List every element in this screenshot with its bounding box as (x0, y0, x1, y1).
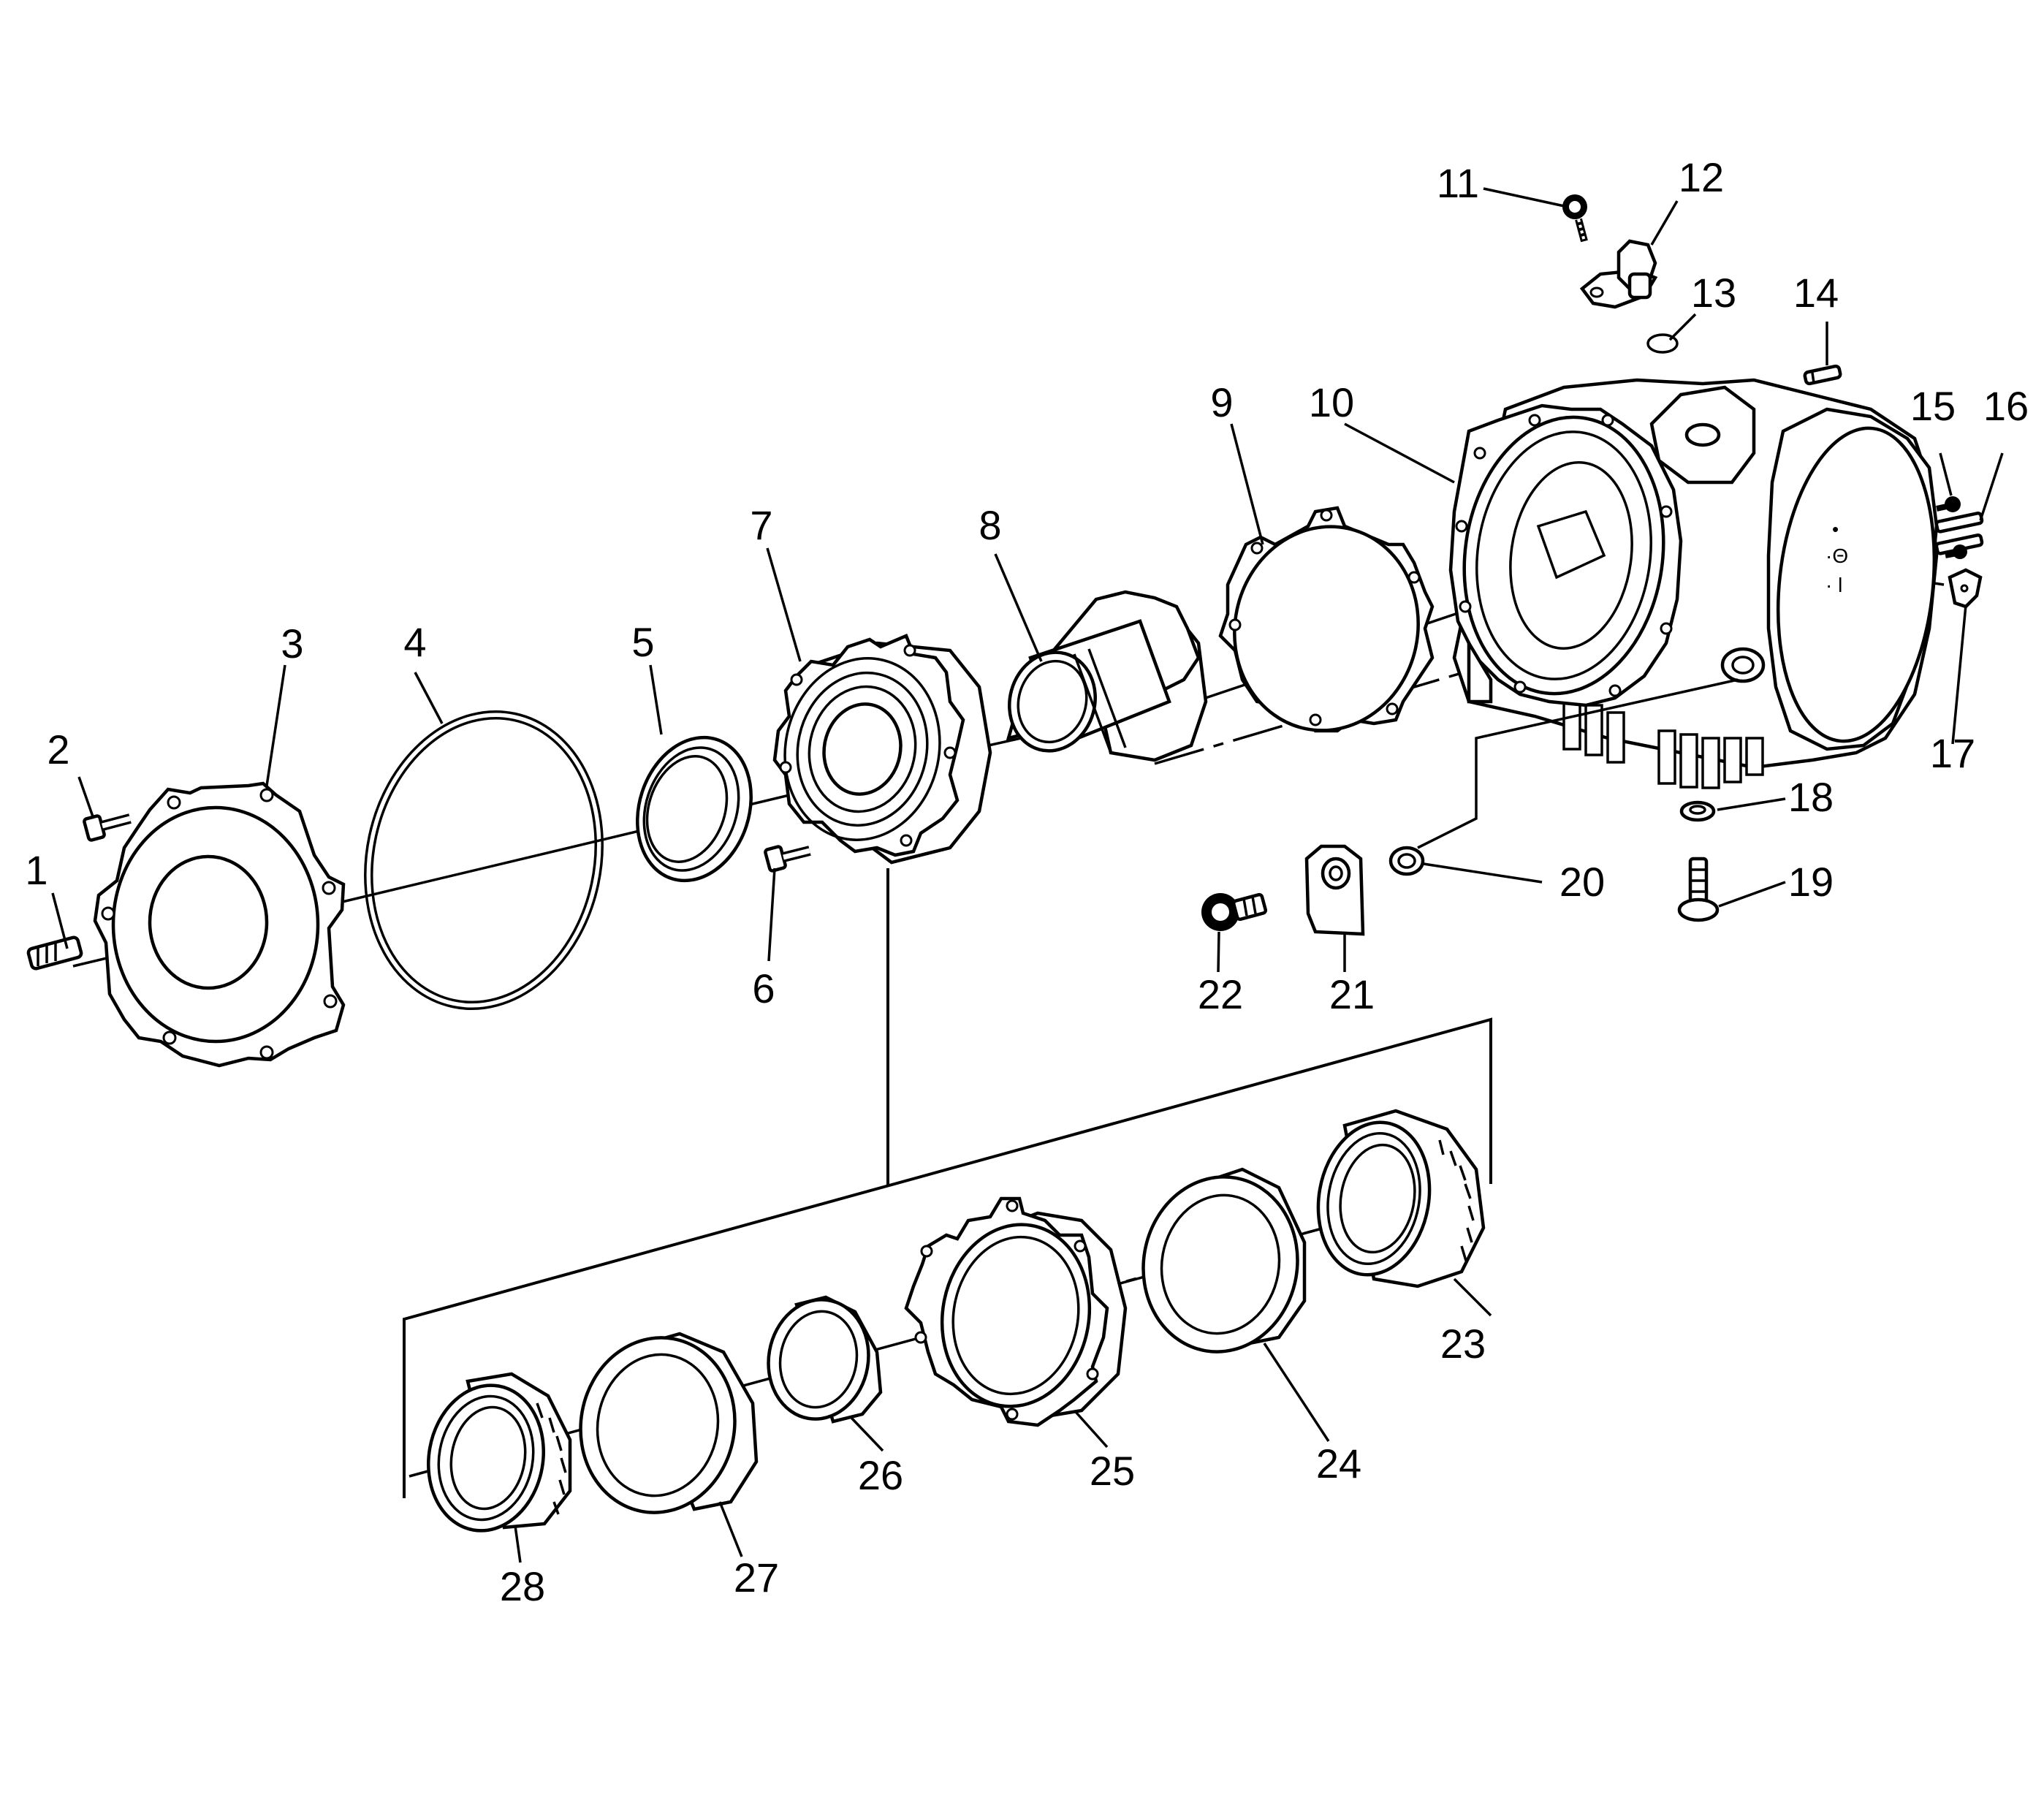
part-20-washer (1388, 846, 1425, 876)
part-26-shim (767, 1295, 883, 1424)
callout-labels: 1 2 3 4 5 6 7 8 9 10 11 12 13 14 15 16 1… (25, 154, 2029, 1609)
callout-11: 11 (1437, 160, 1479, 206)
part-23-roller-bearing (1316, 1109, 1486, 1288)
callout-27: 27 (734, 1554, 779, 1601)
callout-18: 18 (1788, 774, 1834, 820)
callout-13: 13 (1691, 270, 1736, 316)
part-1-stud (26, 935, 83, 971)
part-19-plug (1677, 857, 1720, 922)
svg-text:· l: · l (1825, 574, 1842, 596)
callout-6: 6 (752, 965, 775, 1011)
part-24-race (1141, 1167, 1307, 1353)
leader-lines (51, 187, 2004, 1563)
callout-26: 26 (858, 1452, 903, 1498)
part-18-washer (1679, 800, 1716, 822)
svg-text:·Θ: ·Θ (1825, 544, 1848, 567)
callout-7: 7 (750, 502, 772, 548)
part-5-seal (636, 735, 753, 883)
part-2-bolt (83, 813, 132, 842)
part-9-gasket (1218, 506, 1435, 733)
callout-2: 2 (47, 726, 69, 772)
callout-12: 12 (1679, 154, 1724, 200)
callout-5: 5 (631, 619, 654, 665)
part-15-bolt-lower (1945, 544, 1967, 559)
callout-8: 8 (979, 502, 1001, 548)
callout-20: 20 (1559, 859, 1605, 905)
callout-4: 4 (403, 619, 426, 665)
part-25-adjuster (904, 1196, 1128, 1427)
callout-16: 16 (1983, 383, 2029, 429)
part-3-cover (93, 781, 346, 1068)
part-17-clip (1948, 568, 1983, 609)
callout-1: 1 (25, 847, 48, 893)
callout-21: 21 (1329, 971, 1375, 1017)
part-15-bolt (1936, 496, 1961, 512)
callout-14: 14 (1793, 270, 1839, 316)
callout-3: 3 (281, 620, 303, 667)
part-28-roller-bearing (426, 1372, 572, 1533)
sub-assembly-bracket (403, 868, 1492, 1498)
callout-9: 9 (1210, 379, 1233, 425)
callout-23: 23 (1440, 1321, 1486, 1367)
part-6-bolt (764, 845, 811, 873)
part-7-bearing-housing (772, 634, 992, 865)
part-12-sensor (1579, 239, 1658, 309)
callout-17: 17 (1930, 730, 1975, 776)
part-14-dowel (1803, 364, 1842, 386)
part-13-o-ring (1646, 333, 1679, 354)
part-11-bolt (1562, 194, 1588, 243)
part-27-race (579, 1332, 759, 1514)
part-10-housing: • ·Θ · l (1448, 378, 1939, 789)
callout-28: 28 (500, 1563, 545, 1609)
callout-15: 15 (1910, 383, 1956, 429)
svg-text:•: • (1832, 518, 1839, 540)
callout-25: 25 (1090, 1448, 1135, 1494)
callout-10: 10 (1309, 379, 1354, 425)
callout-24: 24 (1316, 1440, 1361, 1487)
callout-19: 19 (1788, 859, 1834, 905)
part-8-sleeve (1006, 590, 1208, 762)
part-21-bracket (1304, 844, 1365, 936)
callout-22: 22 (1198, 971, 1243, 1017)
part-22-bolt (1201, 892, 1268, 931)
part-4-o-ring (364, 710, 604, 1011)
